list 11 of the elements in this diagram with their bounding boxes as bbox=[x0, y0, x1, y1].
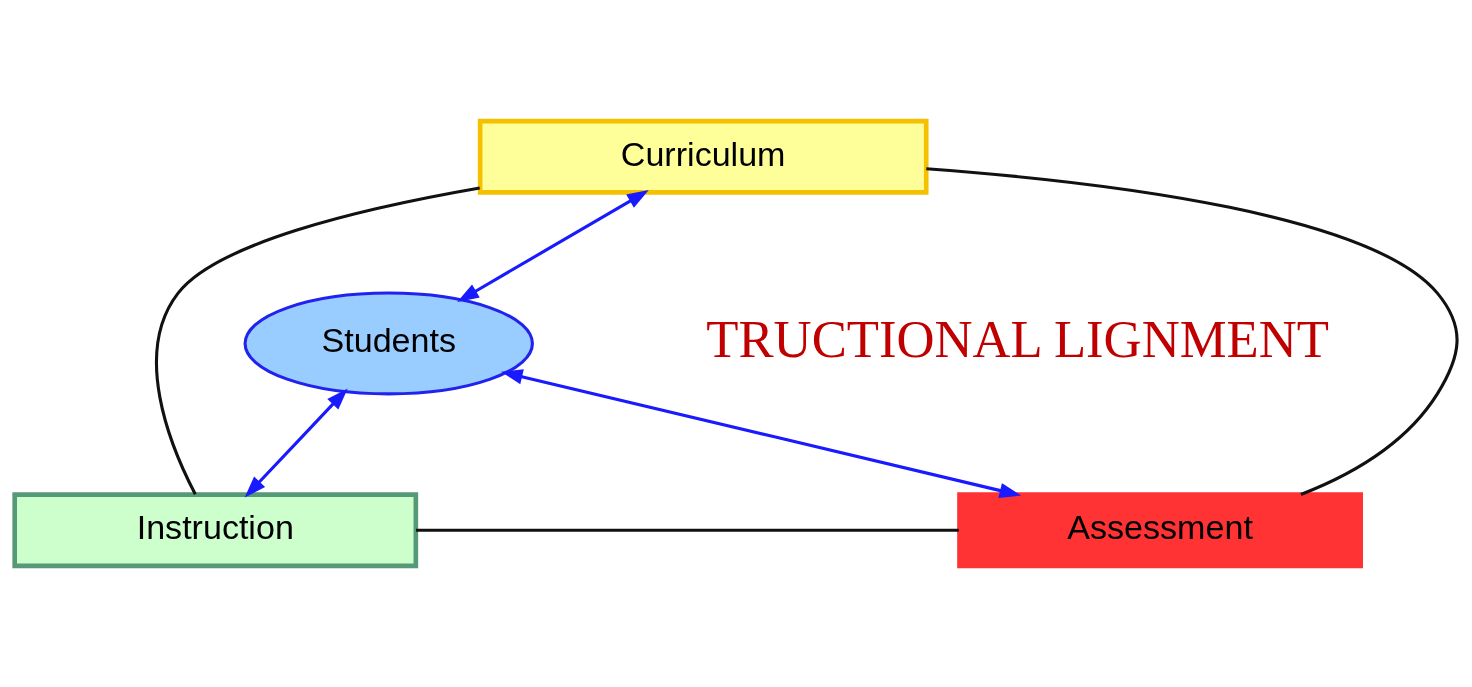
label: TRUCTIONAL LIGNMENT bbox=[706, 309, 1329, 368]
node-ellipse: Students bbox=[243, 291, 534, 396]
connector bbox=[155, 186, 480, 495]
arrow bbox=[500, 369, 1022, 498]
node-box: Assessment bbox=[957, 492, 1363, 569]
arrow bbox=[457, 190, 649, 302]
node-box: Curriculum bbox=[477, 118, 929, 195]
node-box: Instruction bbox=[12, 492, 419, 569]
arrow bbox=[244, 388, 348, 498]
connector bbox=[926, 167, 1459, 496]
connector bbox=[415, 528, 959, 532]
